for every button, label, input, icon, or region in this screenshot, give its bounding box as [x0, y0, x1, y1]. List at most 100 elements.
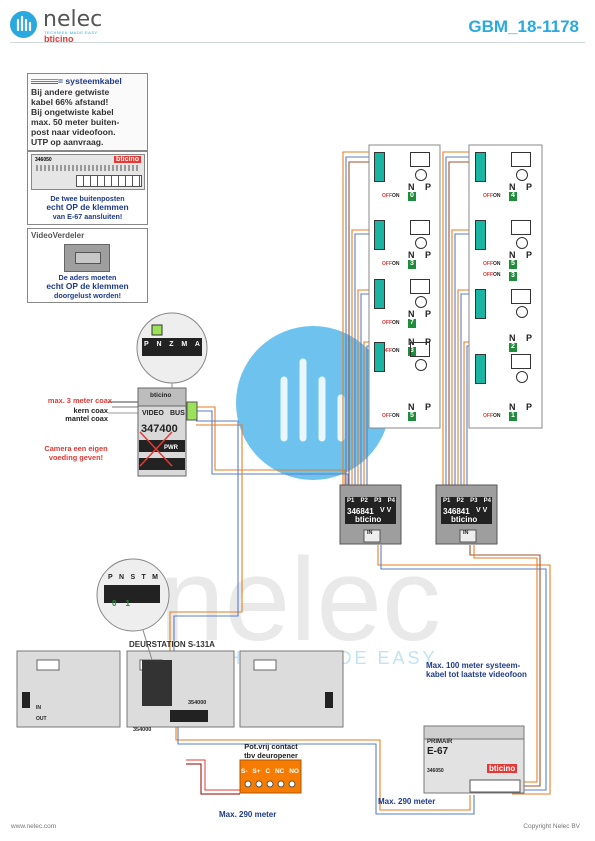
monitor-number: 7: [408, 319, 416, 328]
system-cable-note-1: Max. 100 meter systeem-: [426, 661, 521, 670]
door-zoom-top-terminals: P N S T M: [108, 574, 158, 581]
distributor-right: [435, 484, 498, 545]
distributor-right-in: IN: [463, 530, 469, 536]
monitor-screen: [511, 354, 531, 369]
monitor-off-on: OFFON: [382, 320, 400, 326]
video-splitter-line-1: De aders moeten: [58, 273, 117, 282]
monitor-number: 5: [509, 260, 517, 269]
door-zoom-bottom-terminals: 0 1: [112, 599, 130, 608]
monitor-unit: OFFON 7 N P: [374, 275, 436, 330]
monitor-unit: OFFON 3 2 N P: [475, 272, 537, 352]
camera-module-brand: bticino: [150, 392, 172, 399]
door-terminal: 0: [112, 599, 117, 608]
monitor-screen: [511, 289, 531, 304]
door-terminal: N: [119, 574, 125, 581]
monitor-screen: [511, 220, 531, 235]
monitor-n: N: [509, 333, 516, 343]
monitor-dial: [516, 306, 528, 318]
camera-power-line-1: Camera een eigen: [44, 444, 108, 453]
distributor-right-vv: V V: [476, 507, 488, 514]
power-supply-code: 346050: [427, 768, 444, 774]
brand-tagline: TECHNIEK MADE EASY: [44, 30, 98, 35]
cable-legend-label: = systeemkabel: [58, 76, 122, 86]
port-label: P4: [387, 498, 395, 504]
monitor-unit: OFFON 5 N P: [475, 216, 537, 271]
door-in-label: IN: [36, 705, 41, 711]
camera-zoom-terminals: P N Z M A: [144, 341, 200, 353]
port-label: P3: [374, 498, 382, 504]
port-label: P1: [443, 498, 451, 504]
monitor-unit: OFFON 0 N P: [374, 148, 436, 203]
terminal-module-brand: bticino: [114, 156, 141, 163]
legend-line-6: UTP op aanvraag.: [31, 137, 104, 147]
monitor-p: P: [425, 182, 432, 192]
zoom-terminal: A: [194, 341, 200, 348]
max-290-label-left: Max. 290 meter: [219, 810, 277, 819]
video-splitter-device: [64, 244, 110, 272]
door-opener-title-1: Pot.vrij contact: [244, 742, 298, 751]
monitor-connector: [374, 220, 385, 250]
legend-line-5: post naar videofoon.: [31, 127, 116, 137]
monitor-p: P: [526, 333, 533, 343]
monitor-connector: [374, 342, 385, 372]
distributor-left-vv: V V: [380, 507, 392, 514]
monitor-screen: [410, 220, 430, 235]
port-label: P4: [483, 498, 491, 504]
max-290-label-right: Max. 290 meter: [378, 797, 436, 806]
monitor-screen: [410, 152, 430, 167]
port-label: P1: [347, 498, 355, 504]
monitor-number: 4: [509, 192, 517, 201]
terminal-vents: [36, 165, 140, 171]
monitor-dial: [516, 371, 528, 383]
camera-bus-label: BUS: [170, 410, 185, 417]
video-splitter-box: VideoVerdeler De aders moeten echt OP de…: [27, 228, 148, 303]
monitor-connector: [374, 152, 385, 182]
bticino-logo: bticino: [44, 34, 74, 44]
monitor-n: N: [408, 402, 415, 412]
distributor-left-ports: P1 P2 P3 P4: [347, 498, 395, 504]
monitor-off-on: OFFON: [382, 413, 400, 419]
port-label: P3: [470, 498, 478, 504]
outdoor-note-line-1: De twee buitenposten: [50, 194, 125, 203]
door-zoom-bubble: [96, 558, 170, 661]
video-splitter-title: VideoVerdeler: [31, 231, 85, 240]
monitor-number: 3: [408, 260, 416, 269]
door-opener-terminals: S- S+ C NC NO: [241, 768, 299, 775]
monitor-screen: [511, 152, 531, 167]
monitor-p: P: [425, 402, 432, 412]
door-terminal: T: [141, 574, 146, 581]
monitor-p: P: [526, 402, 533, 412]
monitor-n: N: [408, 182, 415, 192]
distributor-right-brand: bticino: [451, 515, 478, 524]
monitor-n: N: [509, 250, 516, 260]
monitor-off-on: OFFON: [483, 261, 501, 267]
distributor-left-in: IN: [367, 530, 373, 536]
monitor-dial: [415, 237, 427, 249]
system-cable-note-2: kabel tot laatste videofoon: [426, 670, 527, 679]
monitor-screen: [410, 342, 430, 357]
header-rule: [10, 42, 585, 43]
coax-core-label: kern coax: [73, 406, 108, 415]
cable-legend-symbol: [31, 79, 58, 84]
monitor-number: 5: [408, 412, 416, 421]
monitor-connector: [475, 152, 486, 182]
monitor-connector: [475, 354, 486, 384]
legend-box: = systeemkabel Bij andere getwiste kabel…: [27, 73, 148, 151]
monitor-number: 3: [509, 272, 517, 281]
monitor-p: P: [526, 250, 533, 260]
door-terminal: P: [108, 574, 113, 581]
monitor-dial: [415, 359, 427, 371]
power-supply-header: PRIMAIR: [427, 739, 453, 745]
monitor-number: 3: [408, 347, 416, 356]
zoom-terminal: N: [156, 341, 162, 348]
monitor-dial: [415, 169, 427, 181]
door-left-module-code: 354000: [133, 727, 152, 733]
power-supply-brand: bticino: [487, 764, 518, 773]
camera-power-line-2: voeding geven!: [48, 453, 104, 462]
monitor-off-on: OFFON: [483, 193, 501, 199]
outdoor-note-line-3: van E-67 aansluiten!: [52, 212, 123, 221]
outdoor-note-box: 346050 bticino De twee buitenposten echt…: [27, 151, 148, 225]
door-opener-title-2: tbv deuropener: [244, 751, 298, 760]
port-label: P2: [456, 498, 464, 504]
